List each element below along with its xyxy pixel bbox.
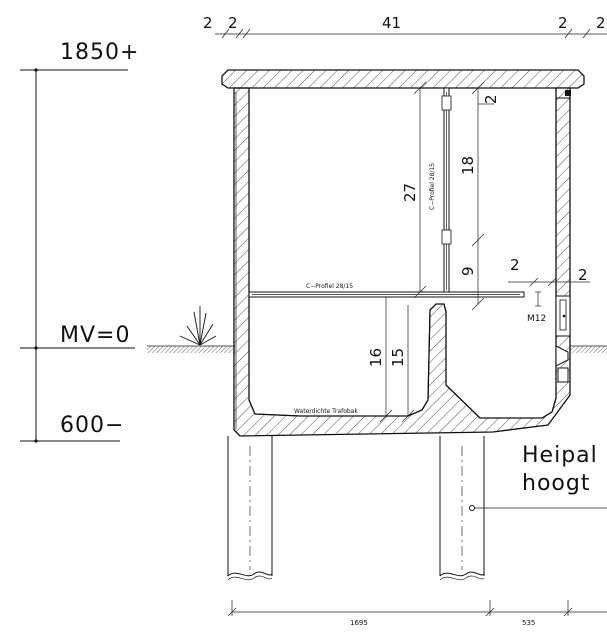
bottom-dimension-line — [227, 600, 607, 617]
waterdichte-trafobak-label: Waterdichte Trafobak — [294, 408, 358, 415]
level-scale — [20, 68, 135, 443]
top-dim-right-a: 2 — [558, 14, 568, 32]
c-profile-horizontal-label: C−Profiel 28/15 — [306, 283, 353, 290]
dim-2-mid-label: 2 — [510, 256, 520, 274]
top-dimension-line — [215, 28, 607, 39]
vertical-c-profile — [441, 87, 452, 297]
heipalen-label-2: hoogt — [522, 471, 590, 496]
level-ground-label: MV=0 — [60, 323, 130, 348]
level-bottom-label: 600− — [60, 413, 124, 438]
dim-16-label: 16 — [367, 348, 385, 367]
dim-27-label: 27 — [401, 183, 419, 202]
m12-label: M12 — [527, 314, 546, 324]
top-dim-middle: 41 — [382, 14, 401, 32]
bottom-dim-right: 535 — [522, 619, 535, 627]
right-fittings — [555, 295, 571, 383]
dim-2-right — [508, 277, 590, 307]
ground-surface — [147, 345, 607, 353]
grass-symbol — [179, 306, 217, 346]
dim-15-label: 15 — [389, 348, 407, 367]
dim-2-small-label: 2 — [482, 94, 500, 104]
dim-9 — [471, 240, 485, 311]
dim-27 — [413, 81, 427, 299]
dim-2-right-label: 2 — [578, 266, 588, 284]
c-profile-vertical-label: C−Profiel 28/15 — [429, 163, 436, 210]
top-dim-left-a: 2 — [203, 14, 213, 32]
dim-16-15 — [379, 297, 415, 423]
pile-left — [227, 436, 273, 581]
horizontal-c-profile — [248, 291, 525, 298]
level-top-label: 1850+ — [60, 40, 139, 65]
housing-walls — [233, 87, 571, 437]
pile-right — [439, 436, 485, 581]
bottom-dim-left: 1695 — [350, 619, 368, 627]
lid — [221, 69, 585, 99]
heipalen-leader — [469, 505, 607, 511]
dim-18-label: 18 — [459, 156, 477, 175]
dim-2-small — [478, 87, 494, 105]
heipalen-label-1: Heipal — [522, 443, 598, 468]
top-dim-right-b: 2 — [596, 14, 606, 32]
dim-9-label: 9 — [459, 266, 477, 276]
top-dim-left-b: 2 — [228, 14, 238, 32]
